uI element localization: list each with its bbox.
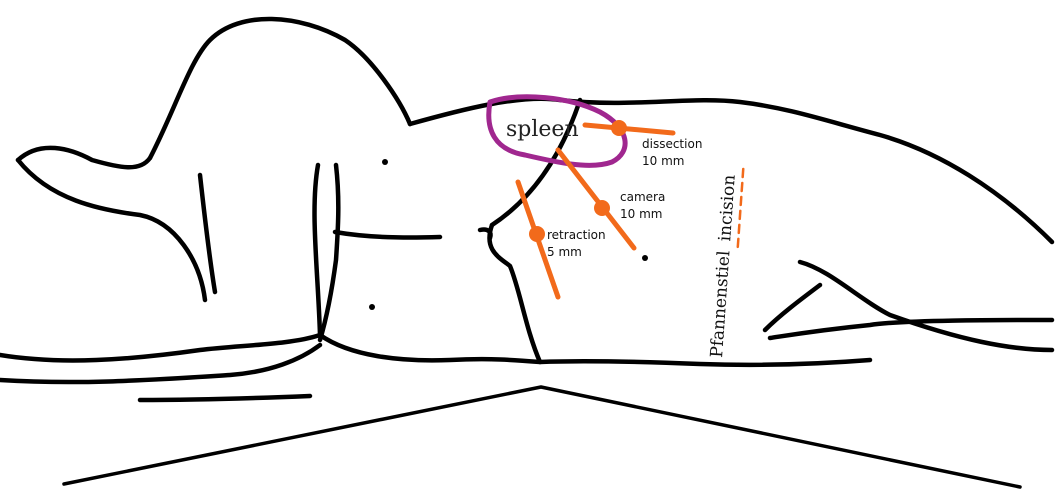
patient-shoulder-line — [200, 175, 215, 292]
trocar-dissection-port — [611, 120, 627, 136]
trocar-retraction-label: retraction — [547, 228, 606, 242]
trocar-camera-label: camera — [620, 190, 665, 204]
spleen-label: spleen — [506, 117, 579, 142]
nipple-mark — [369, 304, 375, 310]
patient-chest-crease — [335, 232, 440, 237]
incision-label-part1: Pfannenstiel — [707, 250, 734, 358]
patient-head — [18, 148, 150, 167]
patient-underarm — [140, 396, 310, 400]
trocar-dissection-label: dissection — [642, 137, 702, 151]
trocar-camera-size: 10 mm — [620, 207, 662, 221]
patient-forearm — [0, 345, 320, 382]
patient-chest-contour-2 — [320, 165, 338, 340]
patient-lower-arm — [0, 335, 320, 360]
port-mark — [642, 255, 648, 261]
trocar-dissection-line — [585, 125, 673, 133]
trocar-dissection-size: 10 mm — [642, 154, 684, 168]
trocar-retraction-size: 5 mm — [547, 245, 582, 259]
trocar-camera-port — [594, 200, 610, 216]
operating-table — [64, 387, 1020, 487]
trocar-group: dissection 10 mm camera 10 mm retraction… — [518, 120, 702, 297]
trocar-dissection: dissection 10 mm — [585, 120, 702, 168]
patient-lower-arm-2 — [18, 160, 205, 300]
incision-annotation: Pfannenstiel incision — [707, 167, 743, 358]
patient-knee-curve — [765, 285, 820, 330]
incision-label-part2: incision — [715, 174, 740, 242]
trocar-retraction-port — [529, 226, 545, 242]
trocar-retraction: retraction 5 mm — [518, 182, 606, 297]
incision-label: Pfannenstiel incision — [707, 174, 740, 358]
patient-knee-line — [800, 262, 1052, 350]
navel-mark — [382, 159, 388, 165]
patient-umbilicus — [480, 229, 491, 238]
patient-upper-arm — [150, 19, 410, 158]
